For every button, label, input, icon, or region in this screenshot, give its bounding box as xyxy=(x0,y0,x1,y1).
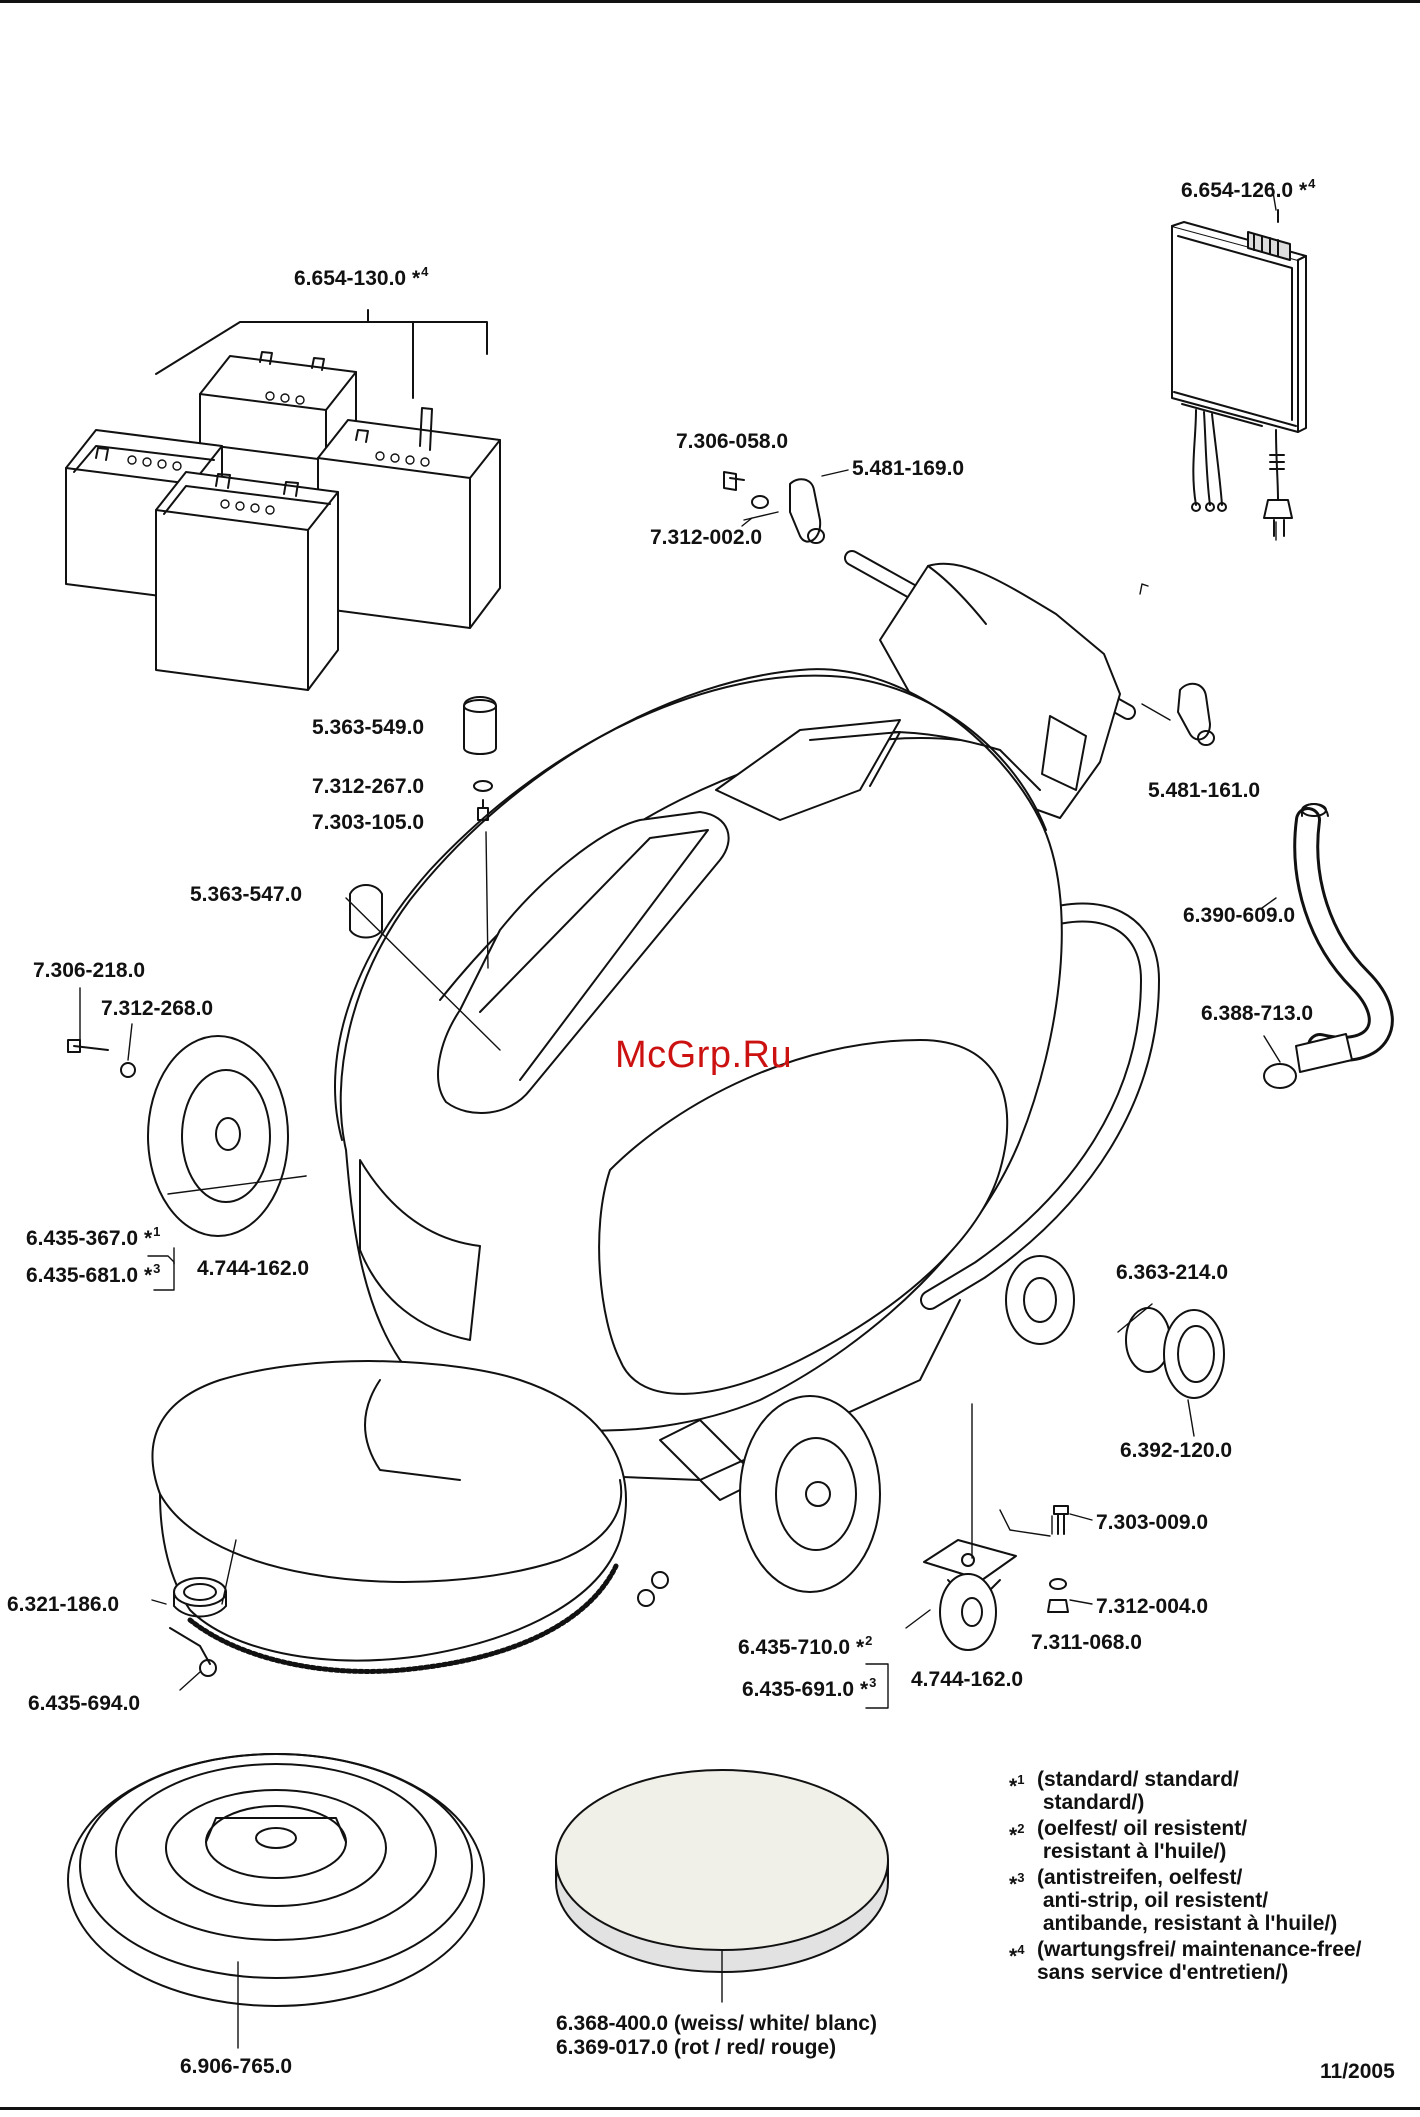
label-7-312-002-0: 7.312-002.0 xyxy=(650,526,763,549)
label-6-435-691-0: 6.435-691.0 *3 xyxy=(742,1675,877,1701)
label-5-481-161-0: 5.481-161.0 xyxy=(1148,779,1261,802)
revision-date: 11/2005 xyxy=(1320,2060,1395,2083)
label-5-363-549-0: 5.363-549.0 xyxy=(312,716,425,739)
label-7-312-267-0: 7.312-267.0 xyxy=(312,775,425,798)
leader-lines xyxy=(79,185,1281,2049)
pad-caption: 6.368-400.0 (weiss/ white/ blanc) 6.369-… xyxy=(556,2012,877,2060)
legend-item-4: *4(wartungsfrei/ maintenance-free/ sans … xyxy=(1009,1938,1362,1984)
label-4-744-162-0-a: 4.744-162.0 xyxy=(197,1257,310,1280)
label-7-303-009-0: 7.303-009.0 xyxy=(1096,1511,1209,1534)
label-5-363-547-0: 5.363-547.0 xyxy=(190,883,303,906)
charger-drawing xyxy=(1171,209,1307,537)
label-6-654-126-0: 6.654-126.0 *4 xyxy=(1181,176,1316,202)
frame-bottom-border xyxy=(0,2107,1420,2110)
label-6-392-120-0: 6.392-120.0 xyxy=(1120,1439,1233,1462)
label-6-388-713-0: 6.388-713.0 xyxy=(1201,1002,1314,1025)
label-7-312-268-0: 7.312-268.0 xyxy=(101,997,214,1020)
label-7-306-218-0: 7.306-218.0 xyxy=(33,959,146,982)
label-6-654-130-0: 6.654-130.0 *4 xyxy=(294,264,429,290)
pad-caption-line-2: 6.369-017.0 (rot / red/ rouge) xyxy=(556,2036,837,2059)
label-5-481-169-0: 5.481-169.0 xyxy=(852,457,965,480)
label-6-906-765-0: 6.906-765.0 xyxy=(180,2055,293,2078)
machine-body-drawing xyxy=(67,562,1394,2007)
label-7-306-058-0: 7.306-058.0 xyxy=(676,430,789,453)
label-7-312-004-0: 7.312-004.0 xyxy=(1096,1595,1209,1618)
label-7-311-068-0: 7.311-068.0 xyxy=(1031,1631,1142,1654)
label-4-744-162-0-b: 4.744-162.0 xyxy=(911,1668,1024,1691)
pad-caption-line-1: 6.368-400.0 (weiss/ white/ blanc) xyxy=(556,2012,877,2035)
legend-item-1: *1(standard/ standard/ standard/) xyxy=(1009,1768,1239,1814)
label-7-303-105-0: 7.303-105.0 xyxy=(312,811,425,834)
watermark: McGrp.Ru xyxy=(615,1034,793,1076)
label-6-435-681-0: 6.435-681.0 *3 xyxy=(26,1261,161,1287)
legend-item-3: *3(antistreifen, oelfest/ anti-strip, oi… xyxy=(1009,1866,1338,1935)
label-6-363-214-0: 6.363-214.0 xyxy=(1116,1261,1229,1284)
frame-top-border xyxy=(0,0,1420,3)
label-6-435-367-0: 6.435-367.0 *1 xyxy=(26,1224,161,1250)
legend-item-2: *2(oelfest/ oil resistent/ resistant à l… xyxy=(1009,1817,1248,1863)
label-6-390-609-0: 6.390-609.0 xyxy=(1183,904,1296,927)
label-6-435-694-0: 6.435-694.0 xyxy=(28,1692,141,1715)
footnote-legend: *1(standard/ standard/ standard/) *2(oel… xyxy=(1009,1768,1361,1987)
label-6-321-186-0: 6.321-186.0 xyxy=(7,1593,120,1616)
label-6-435-710-0: 6.435-710.0 *2 xyxy=(738,1633,873,1659)
batteries-drawing xyxy=(65,309,501,691)
